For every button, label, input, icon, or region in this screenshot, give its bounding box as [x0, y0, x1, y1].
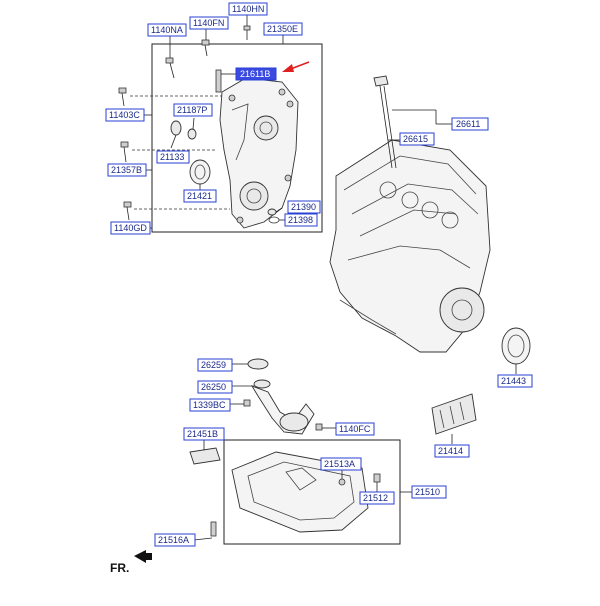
part-number: 26250	[201, 382, 226, 392]
part-number: 21357B	[111, 165, 142, 175]
timing-cover-group	[118, 14, 323, 233]
part-label-21513a[interactable]: 21513A	[320, 457, 362, 471]
drain-plug-21512-icon	[373, 473, 381, 483]
timing-cover-icon	[219, 77, 299, 229]
part-number: 21516A	[158, 535, 189, 545]
part-label-21357b[interactable]: 21357B	[107, 163, 147, 177]
part-number: 21350E	[267, 24, 298, 34]
part-number: 21513A	[324, 459, 355, 469]
part-number: 1339BC	[193, 400, 226, 410]
part-number: 21187P	[177, 105, 207, 115]
part-label-26250[interactable]: 26250	[197, 380, 233, 394]
dipstick-icon	[373, 75, 397, 169]
bolt-21516a-icon	[210, 521, 217, 537]
part-label-21421[interactable]: 21421	[183, 189, 217, 203]
part-label-1140gd[interactable]: 1140GD	[110, 221, 151, 235]
part-label-21451b[interactable]: 21451B	[183, 427, 225, 441]
part-number: 21414	[438, 446, 463, 456]
part-label-21133[interactable]: 21133	[156, 150, 190, 164]
part-label-21611b[interactable]: 21611B	[235, 67, 277, 81]
part-label-21390[interactable]: 21390	[287, 200, 321, 214]
front-label: FR.	[110, 561, 129, 575]
stud-21611b-icon	[215, 69, 236, 93]
bolt-1140gd-icon	[123, 201, 132, 221]
bolt-1140hn-icon	[243, 25, 251, 40]
part-number: 26259	[201, 360, 226, 370]
part-label-26611[interactable]: 26611	[451, 117, 489, 131]
front-orientation-marker: FR.	[110, 550, 152, 575]
front-arrow-icon	[134, 550, 152, 563]
part-label-21350e[interactable]: 21350E	[263, 22, 303, 36]
part-label-1140fc[interactable]: 1140FC	[335, 422, 375, 436]
part-number: 21510	[415, 487, 440, 497]
engine-block-icon	[329, 75, 491, 353]
highlight-arrow-icon	[282, 61, 310, 72]
gasket-21513a-icon	[338, 478, 346, 486]
part-label-1339bc[interactable]: 1339BC	[189, 398, 231, 412]
part-number: 21133	[160, 152, 184, 162]
part-number: 21611B	[240, 69, 270, 79]
part-number: 1140GD	[114, 223, 147, 233]
part-number: 1140NA	[151, 25, 183, 35]
part-label-21187p[interactable]: 21187P	[173, 103, 213, 117]
part-number: 21443	[501, 376, 526, 386]
part-label-1140na[interactable]: 1140NA	[147, 23, 187, 37]
part-label-1140hn[interactable]: 1140HN	[228, 2, 268, 16]
part-label-1140fn[interactable]: 1140FN	[189, 16, 229, 30]
bolt-11403c-icon	[118, 87, 127, 107]
timing-cover-frame	[151, 43, 323, 233]
bolt-1140na-icon	[165, 57, 175, 79]
seal-21133-icon	[170, 120, 182, 136]
part-number: 1140HN	[232, 4, 264, 14]
part-label-21510[interactable]: 21510	[411, 485, 447, 499]
part-number: 26611	[456, 119, 480, 129]
part-number: 1140FN	[193, 18, 224, 28]
bolt-21357b-icon	[120, 141, 129, 163]
part-number: 1140FC	[339, 424, 371, 434]
part-number: 21421	[187, 191, 212, 201]
oil-strainer-icon	[230, 358, 336, 435]
part-label-21443[interactable]: 21443	[497, 374, 533, 388]
part-label-26259[interactable]: 26259	[197, 358, 233, 372]
baffle-plate-21414-icon	[431, 393, 477, 435]
part-number: 21390	[291, 202, 316, 212]
gasket-21451b-icon	[189, 447, 221, 465]
part-label-21398[interactable]: 21398	[284, 213, 318, 227]
gasket-21398-icon	[268, 216, 280, 224]
part-label-21414[interactable]: 21414	[434, 444, 470, 458]
oil-seal-21421-icon	[189, 159, 211, 185]
part-number: 21451B	[187, 429, 218, 439]
bolt-1140fn-icon	[201, 39, 210, 57]
part-label-11403c[interactable]: 11403C	[105, 108, 145, 122]
part-number: 11403C	[109, 110, 140, 120]
part-number: 21512	[363, 493, 388, 503]
oil-pan-group	[193, 439, 412, 545]
plug-21390-icon	[267, 208, 277, 216]
oil-pan-icon	[231, 451, 369, 533]
dowel-21187p-icon	[187, 128, 197, 140]
part-label-21512[interactable]: 21512	[359, 491, 395, 505]
part-label-21516a[interactable]: 21516A	[154, 533, 196, 547]
part-number: 21398	[288, 215, 313, 225]
part-number: 26615	[403, 134, 428, 144]
rear-oil-seal-21443-icon	[501, 327, 531, 365]
part-label-26615[interactable]: 26615	[399, 132, 435, 146]
